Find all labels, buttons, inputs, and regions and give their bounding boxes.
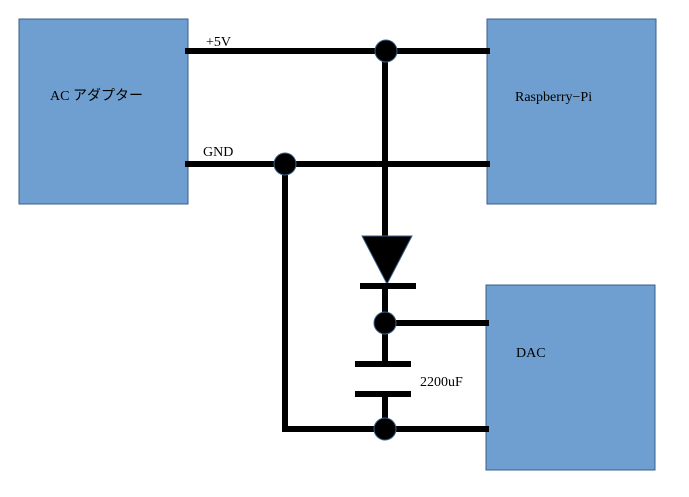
junction-node-gnd [273, 152, 297, 176]
gnd-label: GND [203, 145, 233, 160]
dac-block [485, 284, 656, 471]
raspberry-pi-label: Raspberry−Pi [515, 90, 592, 105]
diode-symbol [361, 235, 413, 286]
diode-cathode-bar [360, 283, 416, 289]
capacitor-plate-top [355, 361, 411, 367]
ac-adapter-block [18, 18, 189, 205]
dac-label: DAC [516, 346, 546, 361]
plus5v-label: +5V [206, 35, 231, 50]
junction-node-cap-gnd [373, 417, 397, 441]
capacitor-plate-bottom [355, 391, 411, 397]
junction-node-5v [374, 39, 398, 63]
capacitor-value-label: 2200uF [420, 375, 463, 390]
raspberry-pi-block [486, 18, 657, 205]
junction-node-dac [373, 311, 397, 335]
ac-adapter-label: AC アダプター [50, 88, 143, 104]
